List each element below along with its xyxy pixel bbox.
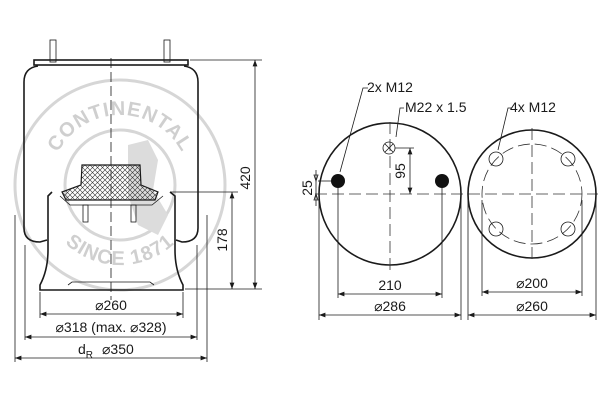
air-fitting-label: M22 x 1.5 xyxy=(405,99,467,115)
piston-bottom-view: 4x M12 ⌀200 ⌀260 xyxy=(467,99,597,320)
side-view: 420 178 ⌀260 ⌀318 (max. ⌀328) dR ⌀350 xyxy=(14,39,262,362)
dia-318-label: ⌀318 (max. ⌀328) xyxy=(55,319,166,335)
spacing-210-label: 210 xyxy=(378,277,402,293)
dia-260-bottom-label: ⌀260 xyxy=(516,298,548,314)
bumper xyxy=(61,164,159,201)
bolt-hole xyxy=(488,151,504,167)
stud-right xyxy=(163,39,171,63)
svg-text:CONTINENTAL: CONTINENTAL xyxy=(43,98,196,156)
stud-hole xyxy=(435,174,449,188)
height-178-label: 178 xyxy=(214,228,230,252)
dr-label: dR xyxy=(78,341,93,361)
svg-text:SINCE 1871: SINCE 1871 xyxy=(62,230,179,270)
air-fitting-icon xyxy=(382,141,396,155)
stud-label: 2x M12 xyxy=(367,79,413,95)
piston xyxy=(39,191,184,291)
watermark-top-text: CONTINENTAL xyxy=(43,98,195,156)
bolt-hole xyxy=(560,221,576,237)
bellows-left xyxy=(23,65,48,243)
dia-350-label: ⌀350 xyxy=(102,341,134,357)
hole-label: 4x M12 xyxy=(510,99,556,115)
height-420-label: 420 xyxy=(237,166,253,190)
bolt-hole xyxy=(488,221,504,237)
watermark-bottom-text: SINCE 1871 xyxy=(62,230,178,270)
bolt-hole xyxy=(560,151,576,167)
dia-260-label: ⌀260 xyxy=(95,297,127,313)
offset-95-label: 95 xyxy=(392,163,408,179)
offset-25-label: 25 xyxy=(299,180,315,196)
dia-286-label: ⌀286 xyxy=(374,298,406,314)
top-plate-view: 2x M12 M22 x 1.5 25 95 210 ⌀286 xyxy=(299,79,598,320)
bellows-right xyxy=(175,65,199,243)
top-plate xyxy=(33,59,189,66)
dia-200-label: ⌀200 xyxy=(516,275,548,291)
stud-hole xyxy=(331,174,345,188)
stud-left xyxy=(49,39,57,63)
